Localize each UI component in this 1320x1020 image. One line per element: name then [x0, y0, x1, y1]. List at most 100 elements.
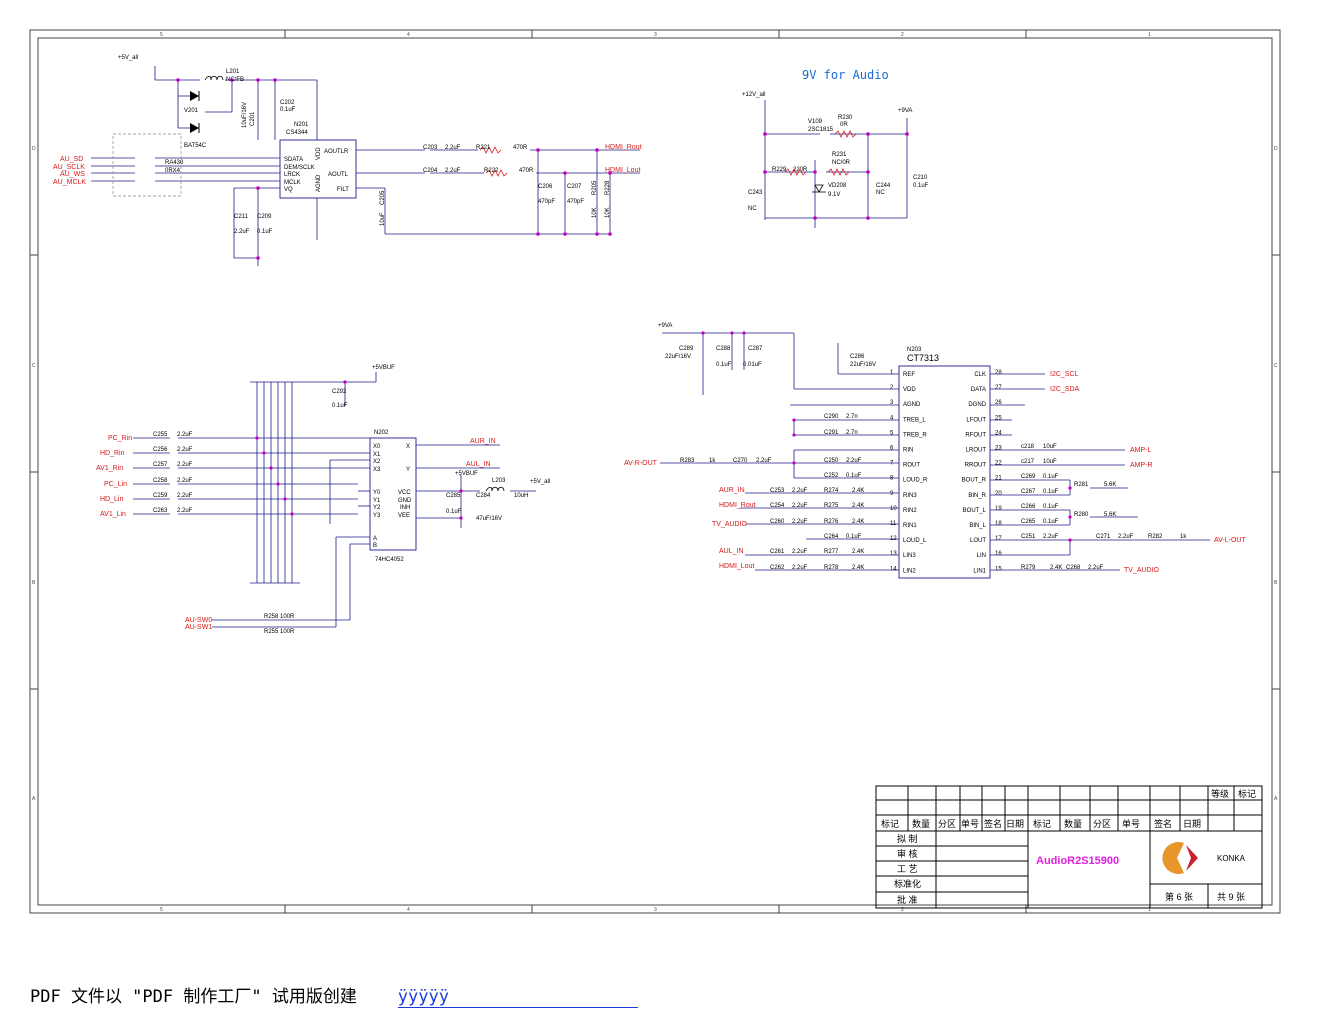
svg-text:2.2uF: 2.2uF — [1118, 534, 1134, 540]
svg-text:V109: V109 — [808, 119, 823, 125]
net-label: AMP-R — [1130, 462, 1153, 469]
svg-text:2.4K: 2.4K — [852, 488, 864, 494]
svg-text:2.4K: 2.4K — [852, 565, 864, 571]
svg-text:R274: R274 — [824, 488, 839, 494]
net-label: I2C_SDA — [1050, 386, 1080, 393]
svg-text:2.4K: 2.4K — [1050, 565, 1062, 571]
svg-text:10uF: 10uF — [380, 212, 386, 226]
svg-text:AOUTLR: AOUTLR — [324, 149, 349, 155]
chip-pin-number: 23 — [995, 446, 1002, 452]
svg-text:2.2uF: 2.2uF — [177, 462, 193, 468]
mux-block: +5VBUF — [96, 365, 550, 635]
net-label: TV_AUDIO — [712, 521, 748, 528]
chip-pin-left: RIN1 — [903, 523, 917, 529]
mux-chip-body — [369, 437, 417, 551]
svg-text:单号: 单号 — [1122, 818, 1140, 829]
net-label: HD_Rin — [100, 450, 125, 457]
block-title: 9V for Audio — [802, 68, 889, 82]
grid-row-label: A — [32, 796, 36, 802]
svg-text:CT7313: CT7313 — [907, 353, 939, 363]
svg-text:R229: R229 — [772, 167, 787, 173]
svg-text:470R: 470R — [519, 168, 534, 174]
svg-text:C252: C252 — [824, 473, 839, 479]
svg-text:C286: C286 — [850, 354, 865, 360]
regulator-part-labels: V109 2SC1815 R230 0R R231 NC/0R R229 220… — [748, 115, 929, 212]
chip-pin-number: 4 — [890, 415, 894, 421]
grid-col-label: 3 — [654, 32, 657, 38]
chip-pin-left: ROUT — [903, 463, 920, 469]
regulator-wires — [764, 100, 908, 228]
svg-text:2SC1815: 2SC1815 — [808, 127, 834, 133]
chip-pin-number: 19 — [995, 506, 1002, 512]
net-label: I2C_SCL — [1050, 371, 1079, 378]
chip-pin-number: 1 — [890, 370, 894, 376]
svg-text:R222: R222 — [484, 168, 499, 174]
grid-col-label: 5 — [160, 32, 163, 38]
svg-text:N202: N202 — [374, 430, 389, 436]
svg-text:X2: X2 — [373, 459, 381, 465]
mark-header: 标记 — [1238, 788, 1256, 799]
rail-label: +12V_all — [742, 92, 766, 98]
svg-text:5.6K: 5.6K — [1104, 512, 1116, 518]
processor-chip-body — [898, 365, 991, 579]
regulator-9v-block: 9V for Audio +12V_all +9VA V109 2SC1815 … — [742, 68, 929, 228]
chip-pin-left: LIN3 — [903, 553, 916, 559]
svg-text:0.1uF: 0.1uF — [257, 229, 273, 235]
svg-text:C290: C290 — [824, 414, 839, 420]
document-name: AudioR2S15900 — [1036, 855, 1119, 867]
svg-text:NC/FB: NC/FB — [226, 77, 244, 83]
svg-text:2.4K: 2.4K — [852, 519, 864, 525]
svg-text:C243: C243 — [748, 190, 763, 196]
svg-text:0.1uF: 0.1uF — [1043, 504, 1059, 510]
footer-text: PDF 文件以 "PDF 制作工厂" 试用版创建 — [30, 987, 357, 1007]
svg-text:0.1uF: 0.1uF — [913, 183, 929, 189]
svg-text:日期: 日期 — [1183, 819, 1201, 829]
net-label: PC_Rin — [108, 435, 132, 442]
svg-text:Y0: Y0 — [373, 490, 381, 496]
grid-col-label: 2 — [901, 907, 904, 913]
net-label: AUL_IN — [719, 548, 744, 555]
svg-text:470pF: 470pF — [567, 199, 584, 205]
svg-text:10uH: 10uH — [514, 493, 528, 499]
svg-text:C259: C259 — [153, 493, 168, 499]
rail-label: +9VA — [658, 323, 672, 329]
pdf-footer: PDF 文件以 "PDF 制作工厂" 试用版创建 ÿÿÿÿÿ — [30, 982, 638, 1008]
dac-block: +5V_all — [53, 55, 642, 266]
svg-text:Y2: Y2 — [373, 505, 381, 511]
svg-text:R280: R280 — [1074, 512, 1089, 518]
chip-pin-right: LFOUT — [966, 417, 986, 423]
chip-pin-left: REF — [903, 372, 915, 378]
svg-text:2.7n: 2.7n — [846, 430, 858, 436]
svg-text:2.2uF: 2.2uF — [756, 458, 772, 464]
svg-text:数量: 数量 — [912, 818, 930, 829]
svg-text:INH: INH — [400, 505, 410, 511]
svg-text:VCC: VCC — [398, 490, 411, 496]
svg-text:R283: R283 — [680, 458, 695, 464]
svg-text:R221: R221 — [476, 145, 491, 151]
svg-text:10K: 10K — [605, 207, 611, 218]
svg-text:0RX4: 0RX4 — [165, 168, 181, 174]
svg-text:1k: 1k — [1180, 534, 1187, 540]
chip-pin-number: 25 — [995, 415, 1002, 421]
mux-labels: N202 74HC4052 X0 X1 X2 X3 Y0 Y1 Y2 Y3 A … — [153, 389, 550, 635]
svg-text:C260: C260 — [770, 519, 785, 525]
svg-text:N203: N203 — [907, 347, 922, 353]
svg-text:SDATA: SDATA — [284, 157, 303, 163]
chip-pin-number: 2 — [890, 385, 894, 391]
chip-pin-right: BIN_L — [969, 523, 986, 529]
svg-text:C285: C285 — [446, 493, 461, 499]
svg-text:审 核: 审 核 — [897, 848, 918, 859]
footer-link[interactable]: ÿÿÿÿÿ — [397, 987, 638, 1008]
svg-text:C201: C201 — [250, 111, 256, 126]
chip-pin-right: RFOUT — [965, 432, 986, 438]
revision-header-row: 标记 数量 分区 单号 签名 日期 标记 数量 分区 单号 签名 日期 — [881, 818, 1201, 829]
svg-text:0.1uF: 0.1uF — [332, 403, 348, 409]
svg-text:c217: c217 — [1021, 459, 1035, 465]
svg-text:22uF/16V: 22uF/16V — [850, 362, 876, 368]
svg-text:10uF: 10uF — [1043, 459, 1057, 465]
net-label: HDMI_Lout — [605, 167, 640, 174]
svg-text:9.1V: 9.1V — [828, 192, 840, 198]
svg-text:Y3: Y3 — [373, 513, 381, 519]
svg-text:X: X — [406, 444, 410, 450]
